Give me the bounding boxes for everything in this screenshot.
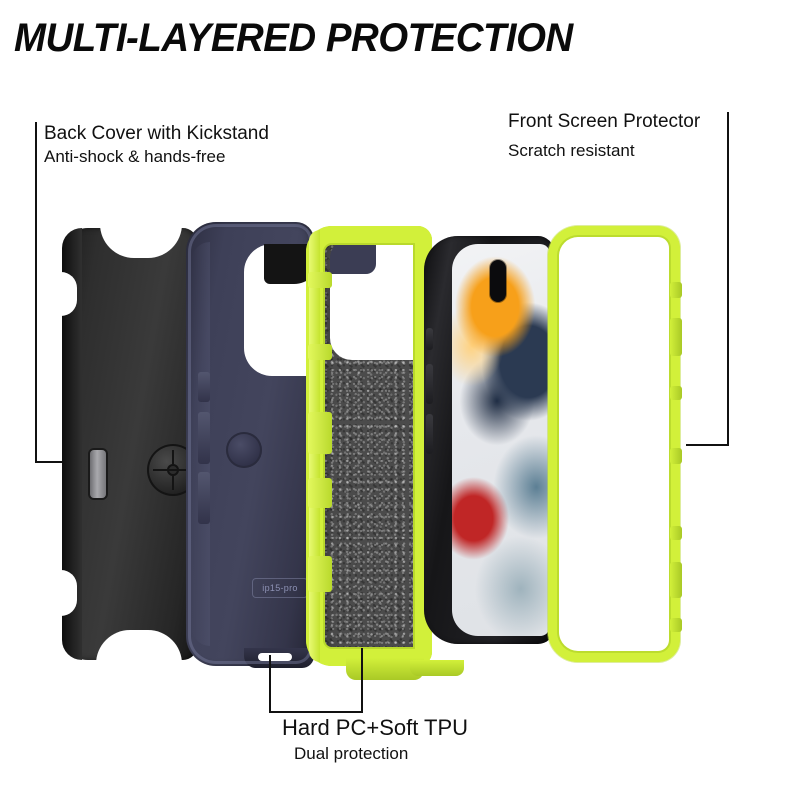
callout-back-cover-sub: Anti-shock & hands-free bbox=[44, 147, 226, 166]
holster-waist-top-cut bbox=[61, 272, 77, 316]
callout-back-cover: Back Cover with Kickstand Anti-shock & h… bbox=[44, 122, 269, 168]
holster-top-notch bbox=[100, 224, 182, 258]
protector-edge-tab bbox=[670, 386, 682, 400]
protector-edge-tab bbox=[670, 618, 682, 632]
soft-tpu-liner-layer bbox=[306, 226, 464, 680]
holster-waist-bottom-cut bbox=[61, 570, 77, 616]
callout-front-protector-sub: Scratch resistant bbox=[508, 141, 635, 160]
protector-edge-tab bbox=[670, 318, 682, 356]
navy-mute-button-cover bbox=[198, 372, 210, 402]
holster-release-latch bbox=[90, 450, 106, 498]
phone-device bbox=[424, 236, 554, 644]
phone-mute-switch bbox=[426, 328, 433, 350]
holster-bottom-notch bbox=[96, 630, 182, 664]
navy-volume-up-cover bbox=[198, 412, 210, 464]
tpu-grip-tab bbox=[308, 344, 332, 360]
protector-edge-tab bbox=[670, 282, 682, 298]
dynamic-island-notch bbox=[490, 260, 506, 302]
tpu-grip-tab bbox=[308, 556, 332, 592]
clip-center-dot bbox=[167, 464, 179, 476]
model-marking: ip15-pro bbox=[252, 578, 308, 598]
tpu-bottom-foot bbox=[346, 658, 424, 680]
navy-outer-rim bbox=[188, 224, 312, 664]
front-screen-protector-layer bbox=[548, 226, 682, 662]
callout-tpu-sub: Dual protection bbox=[294, 744, 409, 763]
callout-hard-pc-soft-tpu: Hard PC+Soft TPU Dual protection bbox=[282, 714, 468, 766]
protector-edge-tab bbox=[670, 448, 682, 464]
protector-edge-tab bbox=[670, 526, 682, 540]
navy-clip-mount-disc bbox=[226, 432, 262, 468]
leader-front-protector-horizontal bbox=[686, 444, 729, 446]
tpu-bottom-foot-secondary bbox=[410, 660, 464, 676]
navy-volume-down-cover bbox=[198, 472, 210, 524]
callout-back-cover-heading: Back Cover with Kickstand bbox=[44, 123, 269, 144]
leader-tpu-stem-left bbox=[269, 655, 271, 713]
tpu-camera-cutout bbox=[330, 240, 420, 360]
leader-tpu-stem-right bbox=[361, 648, 363, 713]
back-cover-holster-layer bbox=[61, 224, 199, 664]
charging-port-cutout bbox=[258, 653, 292, 661]
protector-edge-tab bbox=[670, 562, 682, 598]
callout-front-protector: Front Screen Protector Scratch resistant bbox=[508, 110, 700, 162]
hard-pc-shell-layer: ip15-pro bbox=[186, 222, 320, 668]
protector-clear-panel bbox=[559, 237, 669, 651]
leader-tpu-bracket-base bbox=[269, 711, 363, 713]
holster-side-edge bbox=[62, 228, 82, 660]
callout-front-protector-heading: Front Screen Protector bbox=[508, 111, 701, 132]
tpu-grip-tab bbox=[308, 272, 332, 288]
phone-volume-up-button bbox=[426, 364, 433, 404]
phone-screen-wallpaper bbox=[452, 244, 550, 636]
callout-tpu-heading: Hard PC+Soft TPU bbox=[282, 715, 469, 740]
page-title: MULTI-LAYERED PROTECTION bbox=[14, 16, 573, 60]
leader-front-protector-vertical bbox=[727, 112, 729, 446]
tpu-grip-tab bbox=[308, 412, 332, 454]
tpu-grip-tab bbox=[308, 478, 332, 508]
tpu-cutout-shadow bbox=[330, 240, 376, 274]
phone-volume-down-button bbox=[426, 414, 433, 454]
navy-bottom-lip bbox=[244, 648, 314, 668]
leader-back-cover-vertical bbox=[35, 122, 37, 462]
